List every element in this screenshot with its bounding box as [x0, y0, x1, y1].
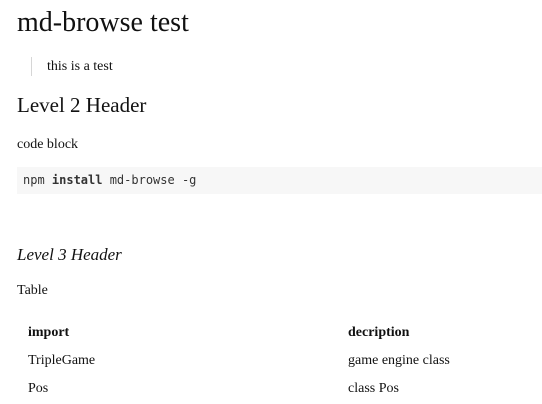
- code-block-label: code block: [17, 137, 79, 152]
- code-suffix: md-browse -g: [102, 173, 197, 187]
- markdown-table: import decription TripleGame game engine…: [17, 318, 542, 404]
- level-2-heading: Level 2 Header: [17, 93, 147, 117]
- page-title: md-browse test: [17, 7, 189, 38]
- table-cell-description: game engine class: [348, 353, 450, 368]
- code-prefix: npm: [23, 173, 52, 187]
- level-3-heading: Level 3 Header: [17, 245, 122, 264]
- code-block: npm install md-browse -g: [17, 167, 542, 194]
- blockquote: this is a test: [31, 57, 113, 76]
- table-cell-import: TripleGame: [28, 353, 96, 368]
- code-keyword: install: [51, 173, 103, 187]
- table-cell-import: Pos: [28, 381, 49, 396]
- table-cell-description: class Pos: [348, 381, 399, 396]
- table-header-import: import: [28, 325, 70, 340]
- table-label: Table: [17, 283, 48, 298]
- table-header-description: decription: [348, 325, 410, 340]
